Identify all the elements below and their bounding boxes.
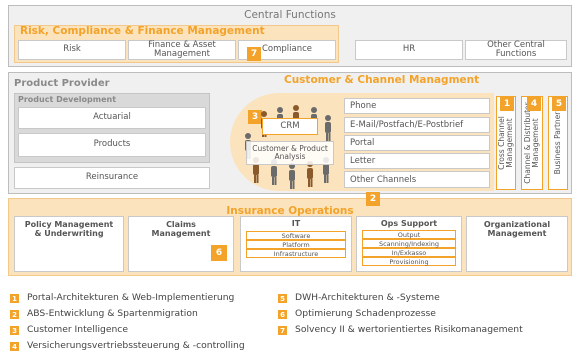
ops-exkasso: In/Exkasso (362, 248, 456, 257)
badge-7: 7 (247, 47, 261, 61)
claims-label-2: Management (151, 228, 211, 238)
legend-badge-6: 6 (278, 310, 287, 319)
ops-provisioning: Provisioning (362, 257, 456, 266)
legend-text-7: Solvency II & wertorientiertes Risikoman… (295, 324, 523, 335)
ops-output: Output (362, 230, 456, 239)
it-software: Software (246, 231, 346, 240)
analysis-label-2: Analysis (274, 152, 306, 161)
it-label: IT (291, 219, 301, 228)
actuarial-label: Actuarial (93, 112, 131, 123)
compliance-label: Compliance (261, 44, 313, 55)
products-box: Products (18, 133, 206, 157)
customer-channel-title: Customer & Channel Managment (284, 74, 480, 86)
legend-text-5: DWH-Architekturen & -Systeme (295, 292, 440, 303)
claims-label-1: Claims (166, 220, 196, 229)
channel-email-label: E-Mail/Postfach/E-Postbrief (350, 120, 464, 130)
channel-distributor-label-2: Management (531, 118, 540, 168)
it-infrastructure: Infrastructure (246, 249, 346, 258)
other-central-label-2: Functions (495, 49, 537, 59)
legend-badge-1: 1 (10, 294, 19, 303)
hr-box: HR (355, 40, 463, 60)
insurance-operations-title: Insurance Operations (226, 205, 354, 217)
legend-text-3: Customer Intelligence (27, 324, 129, 335)
risk-label: Risk (63, 44, 81, 55)
risk-compliance-title: Risk, Compliance & Finance Management (20, 25, 265, 37)
product-provider-title: Product Provider (14, 78, 110, 89)
crm-box: CRM (262, 118, 318, 135)
channel-portal-label: Portal (350, 138, 375, 148)
legend-text-4: Versicherungsvertriebssteuerung & -contr… (27, 340, 245, 351)
legend-badge-5: 5 (278, 294, 287, 303)
channel-other-label: Other Channels (350, 174, 417, 185)
channel-email: E-Mail/Postfach/E-Postbrief (344, 117, 490, 133)
organizational-label-2: Management (487, 228, 547, 238)
claims-box (128, 216, 234, 272)
business-partner-label: Business Partner (552, 111, 562, 175)
badge-2: 2 (366, 192, 380, 206)
badge-6: 6 (211, 245, 227, 261)
legend-badge-4: 4 (10, 342, 19, 351)
legend-badge-7: 7 (278, 326, 287, 335)
channel-other: Other Channels (344, 171, 490, 188)
badge-1: 1 (500, 97, 514, 111)
reinsurance-label: Reinsurance (85, 172, 139, 183)
badge-4: 4 (527, 97, 541, 111)
ops-scanning: Scanning/Indexing (362, 239, 456, 248)
hr-label: HR (402, 44, 416, 55)
organizational-label-1: Organizational (483, 220, 551, 229)
badge-3: 3 (248, 110, 262, 124)
risk-box: Risk (18, 40, 126, 60)
policy-box (14, 216, 124, 272)
policy-label-2: & Underwriting (34, 228, 104, 238)
channel-phone-label: Phone (350, 101, 377, 111)
policy-label: Policy Management& Underwriting (14, 220, 124, 239)
central-functions-title: Central Functions (244, 9, 336, 21)
it-platform: Platform (246, 240, 346, 249)
legend-badge-2: 2 (10, 310, 19, 319)
legend-text-1: Portal-Architekturen & Web-Implementieru… (27, 292, 235, 303)
finance-label-1: Finance & Asset (148, 39, 216, 50)
business-partner-box: Business Partner (548, 96, 568, 190)
legend-badge-3: 3 (10, 326, 19, 335)
products-label: Products (93, 139, 131, 150)
badge-5: 5 (552, 97, 566, 111)
other-central-label-1: Other Central (487, 39, 545, 50)
compliance-box: Compliance (238, 40, 336, 60)
channel-letter-label: Letter (350, 156, 376, 166)
product-development-title: Product Development (18, 95, 117, 104)
ops-support-label: Ops Support (380, 219, 438, 228)
finance-label-2: Management (154, 49, 210, 59)
channel-portal: Portal (344, 135, 490, 151)
reinsurance-box: Reinsurance (14, 167, 210, 189)
actuarial-box: Actuarial (18, 107, 206, 129)
channel-letter: Letter (344, 153, 490, 169)
policy-label-1: Policy Management (24, 220, 114, 229)
channel-phone: Phone (344, 98, 490, 114)
organizational-box (466, 216, 568, 272)
analysis-label-1: Customer & Product (252, 143, 328, 153)
legend-text-2: ABS-Entwicklung & Spartenmigration (27, 308, 198, 319)
legend-text-6: Optimierung Schadenprozesse (295, 308, 436, 319)
crm-label: CRM (280, 120, 300, 131)
cross-channel-label-2: Management (505, 118, 514, 168)
